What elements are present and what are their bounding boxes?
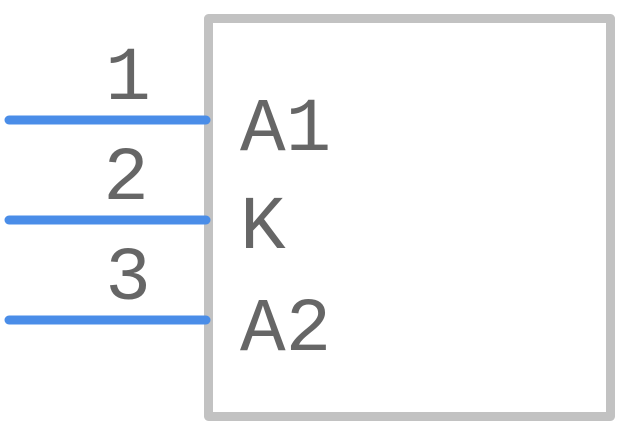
pin-2-number: 2 [103,136,149,222]
pin-1: 1 A1 [4,36,331,173]
pin-2: 2 K [4,136,286,271]
pin-1-name: A1 [240,87,331,173]
component-body [204,14,615,421]
pin-3: 3 A2 [4,236,331,373]
pin-1-number: 1 [105,36,151,122]
pin-3-number: 3 [105,236,151,322]
pin-3-name: A2 [240,287,331,373]
pin-2-name: K [240,185,286,271]
